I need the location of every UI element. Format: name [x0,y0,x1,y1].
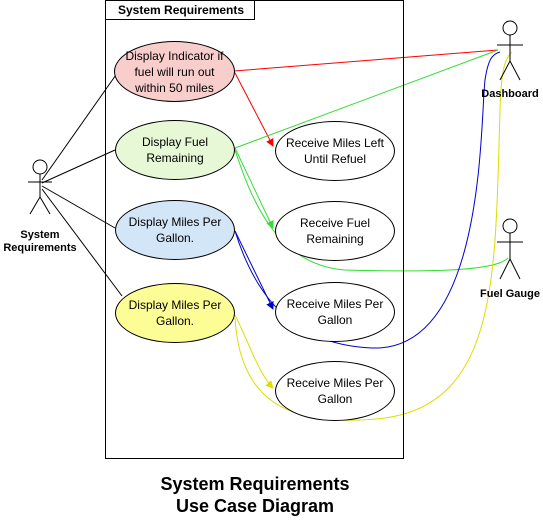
edge-indicator-dashboard [233,49,499,72]
system-label-line1: System [20,229,60,241]
fuel-gauge-actor-label: Fuel Gauge [480,288,540,300]
usecase-display-mpg-blue-label: Display Miles Per Gallon. [128,215,222,245]
edge-fuel-dashboard [234,49,499,149]
usecase-display-indicator-label: Display Indicator if fuel will run out w… [125,48,224,95]
system-requirements-actor [28,159,52,215]
fuel-gauge-actor [497,218,523,280]
usecase-receive-mpg-1[interactable]: Receive Miles Per Gallon [275,282,395,342]
dashboard-actor-label: Dashboard [481,88,539,100]
caption-line1: System Requirements [160,474,350,494]
usecase-display-fuel-remaining-label: Display Fuel Remaining [141,135,209,165]
usecase-display-indicator[interactable]: Display Indicator if fuel will run out w… [114,41,235,102]
usecase-receive-fuel-label: Receive Fuel Remaining [299,216,371,246]
dashboard-actor [497,20,523,81]
system-boundary-title: System Requirements [105,0,255,20]
usecase-display-mpg-yellow-label: Display Miles Per Gallon. [128,298,222,328]
red-edges [233,49,499,147]
usecase-receive-fuel[interactable]: Receive Fuel Remaining [275,201,395,261]
green-edges [234,49,509,272]
edge-fuel-receive-fuel [234,147,274,229]
caption-line2: Use Case Diagram [175,496,335,516]
usecase-receive-mpg-2[interactable]: Receive Miles Per Gallon [275,361,395,421]
edge-indicator-receive-miles-left [233,70,274,147]
usecase-display-fuel-remaining[interactable]: Display Fuel Remaining [115,120,235,180]
system-label-line2: Requirements [3,242,77,254]
assoc-system-mpg-blue [41,185,116,229]
edge-fuel-fuelgauge [234,149,509,272]
system-requirements-actor-label: System Requirements [0,229,80,255]
usecase-display-mpg-yellow[interactable]: Display Miles Per Gallon. [115,283,235,343]
usecase-receive-miles-left-label: Receive Miles Left Until Refuel [285,136,385,166]
usecase-receive-mpg-1-label: Receive Miles Per Gallon [286,297,384,327]
edge-mpgyellow-dashboard [234,51,513,421]
diagram-caption: System Requirements Use Case Diagram [0,473,510,517]
assoc-system-mpg-yellow [41,188,123,297]
assoc-system-fuel [41,149,116,184]
yellow-edges [234,51,513,421]
usecase-display-mpg-blue[interactable]: Display Miles Per Gallon. [115,200,235,260]
edge-mpgyellow-receive-mpg2 [234,314,274,389]
usecase-receive-mpg-2-label: Receive Miles Per Gallon [286,376,384,406]
usecase-receive-miles-left[interactable]: Receive Miles Left Until Refuel [275,121,395,181]
